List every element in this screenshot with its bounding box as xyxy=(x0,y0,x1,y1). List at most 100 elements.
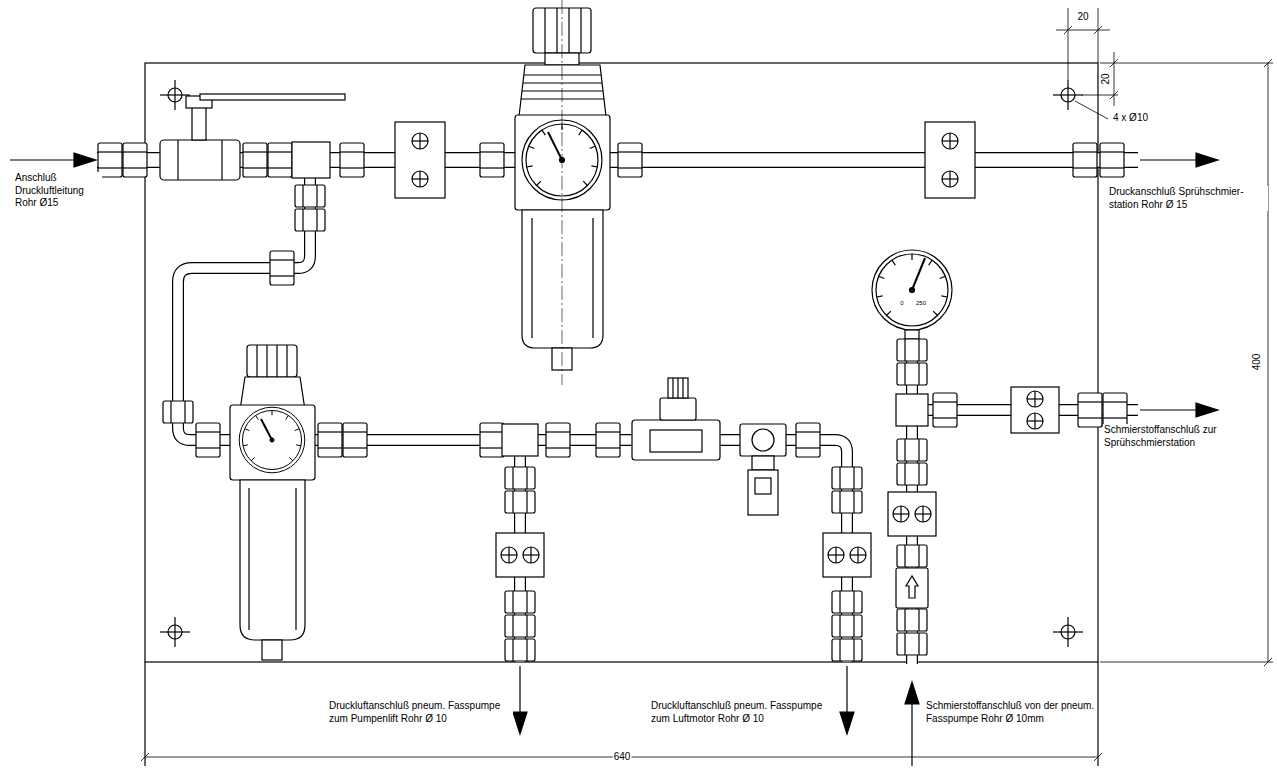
fitting-nut xyxy=(1073,143,1097,177)
dimensions xyxy=(141,8,1273,761)
pipe-clamp xyxy=(823,533,871,577)
extension-line xyxy=(1100,63,1273,64)
dimension-value: 20 xyxy=(1076,11,1089,24)
filter-regulator xyxy=(230,345,315,660)
tee-fitting xyxy=(896,394,928,426)
fitting-nut xyxy=(933,393,957,427)
flow-arrow xyxy=(1140,159,1198,160)
fitting-nut xyxy=(832,615,862,637)
port-label: Anschluß Druckluftleitung Rohr Ø15 xyxy=(14,172,102,210)
fitting-nut xyxy=(546,423,570,457)
fitting-nut xyxy=(618,143,642,177)
fitting-nut xyxy=(243,143,267,177)
pipe xyxy=(178,160,310,440)
fitting-nut xyxy=(1103,393,1127,427)
fitting-nut xyxy=(1100,143,1124,177)
valve-detail xyxy=(752,429,774,451)
arrow-head xyxy=(1196,153,1218,167)
filter-regulator xyxy=(515,8,610,370)
valve-body xyxy=(740,424,786,456)
arrow-head xyxy=(1196,403,1218,417)
pipe xyxy=(178,160,310,440)
fitting-nut xyxy=(270,251,294,285)
extension-line xyxy=(1082,95,1118,96)
dimension-tick xyxy=(1064,26,1072,34)
dimension-tick xyxy=(1110,59,1118,67)
arrow-head xyxy=(905,682,919,704)
knob-ribs xyxy=(257,345,287,377)
valve-detail xyxy=(177,140,178,180)
solenoid-valve xyxy=(740,424,786,515)
pressure-gauge xyxy=(239,407,305,473)
tee-fitting xyxy=(292,142,330,178)
fitting-nut xyxy=(832,491,862,513)
bowl-detail xyxy=(532,218,593,338)
port-label: Schmierstoffanschluß von der pneum. Fass… xyxy=(925,700,1097,725)
fitting-nut xyxy=(480,423,504,457)
fitting-nut xyxy=(897,463,927,485)
dimension-tick xyxy=(1264,658,1272,666)
hole-callout: 4 x Ø10 xyxy=(1112,112,1149,125)
pipe xyxy=(312,440,847,662)
dimension-line xyxy=(1114,52,1115,106)
dimension-tick xyxy=(1094,753,1102,761)
mounting-hole xyxy=(160,617,190,647)
regulator-body xyxy=(230,405,315,480)
port-label: Druckluftanschluß pneum. Fasspumpe zum L… xyxy=(650,700,835,725)
dimension-line xyxy=(1056,30,1110,31)
fitting-nut xyxy=(343,423,367,457)
extension-line xyxy=(1098,8,1099,63)
port-label: Druckanschluß Sprühschmier- station Rohr… xyxy=(1108,186,1268,211)
valve-neck xyxy=(752,456,774,470)
regulator-body xyxy=(515,115,610,210)
valve-stem xyxy=(192,106,206,140)
valve-body xyxy=(632,420,720,460)
fitting-nut xyxy=(340,143,364,177)
fitting-nut xyxy=(505,639,535,661)
regulator-knob xyxy=(247,345,297,377)
arrow-head xyxy=(840,712,854,734)
flow-arrows xyxy=(10,153,1218,766)
gauge-needle xyxy=(912,258,925,290)
fitting-nut xyxy=(268,143,292,177)
valve-body xyxy=(160,140,240,180)
gauge-needle xyxy=(261,419,272,440)
extension-line xyxy=(1100,662,1273,663)
arrow-head xyxy=(513,712,527,734)
fitting-nut xyxy=(123,143,147,177)
fitting-nut xyxy=(295,209,325,231)
bowl-detail xyxy=(249,488,296,630)
pipe-bore xyxy=(97,160,1138,664)
flow-direction-symbol xyxy=(906,576,918,598)
valve-detail xyxy=(755,478,771,494)
filter-bowl xyxy=(240,480,305,640)
fitting-nut xyxy=(596,423,620,457)
extension-line xyxy=(1068,8,1069,80)
fitting-nut xyxy=(505,467,535,489)
valve-knob xyxy=(668,378,688,398)
mounting-hole xyxy=(1053,617,1083,647)
center-line xyxy=(562,0,563,385)
filter-bowl xyxy=(522,210,603,348)
mounting-hole xyxy=(1053,80,1083,110)
tee-fitting xyxy=(502,424,538,456)
fitting-nut xyxy=(832,639,862,661)
bonnet-thread xyxy=(521,75,604,99)
flow-valve xyxy=(632,378,720,460)
check-valve xyxy=(896,568,928,608)
arrow-head xyxy=(74,153,96,167)
valve-body xyxy=(896,568,928,608)
gauge-scale: 0 xyxy=(899,300,904,308)
gauge-needle xyxy=(548,132,562,160)
fitting-nut xyxy=(505,491,535,513)
knob-ribs xyxy=(673,378,683,398)
leader-line xyxy=(1075,101,1108,119)
flow-arrow xyxy=(911,702,912,766)
fitting-nut xyxy=(196,423,220,457)
valve-detail xyxy=(650,430,702,452)
flow-arrow xyxy=(846,666,847,714)
drawing xyxy=(10,0,1273,766)
fitting-nut xyxy=(163,401,193,423)
